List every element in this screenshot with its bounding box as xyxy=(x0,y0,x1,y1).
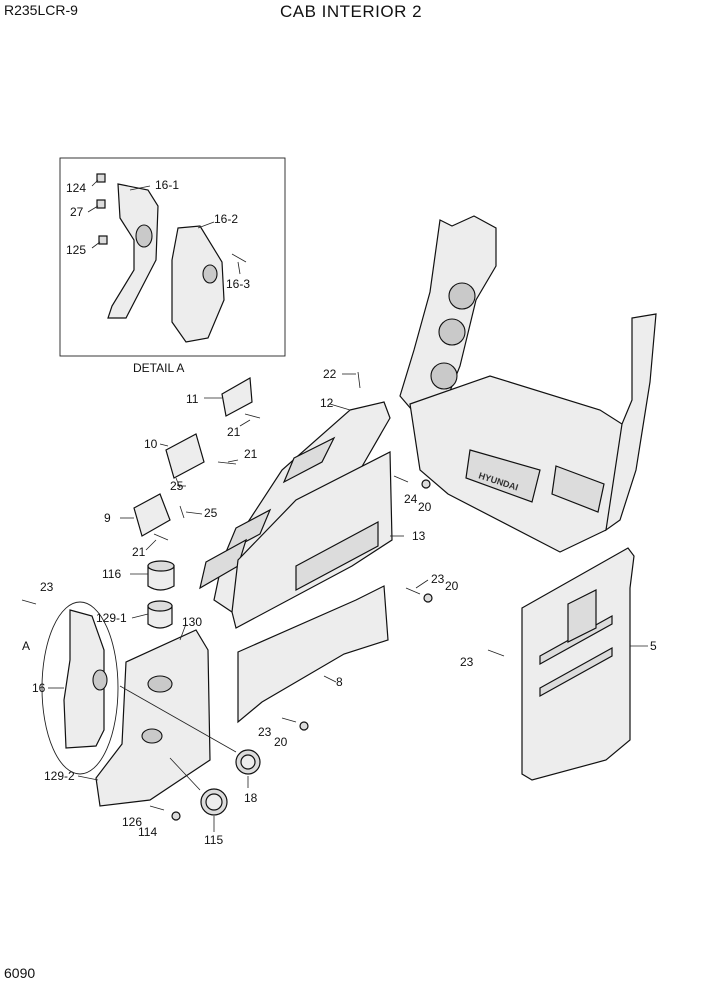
callout-20-b: 20 xyxy=(445,579,459,593)
console-post-right xyxy=(605,313,657,532)
callout-24: 24 xyxy=(404,492,418,506)
callout-23-a: 23 xyxy=(431,572,445,586)
panel-129-2-cup xyxy=(147,675,173,693)
nut-125 xyxy=(98,235,108,245)
bracket-hole xyxy=(135,224,153,248)
bracket-10 xyxy=(165,433,205,479)
console-slot xyxy=(551,465,605,513)
panel-8 xyxy=(237,585,389,724)
callout-126: 126 xyxy=(122,815,142,829)
callout-23-b: 23 xyxy=(40,580,54,594)
panel-5-slot-2 xyxy=(539,646,613,698)
callout-125: 125 xyxy=(66,243,86,257)
callout-124: 124 xyxy=(66,181,86,195)
callout-20-c: 20 xyxy=(274,735,288,749)
bracket-16-1 xyxy=(107,183,159,319)
callout-18: 18 xyxy=(244,791,258,805)
console-brand-plate xyxy=(465,449,541,503)
callout-16: 16 xyxy=(32,681,46,695)
callout-21-b: 21 xyxy=(244,447,258,461)
tray-12-slot-3 xyxy=(282,436,336,484)
cover-hole xyxy=(202,264,218,284)
cover-16-hole xyxy=(92,669,108,691)
callout-12: 12 xyxy=(320,396,334,410)
callout-5: 5 xyxy=(650,639,657,653)
callout-130: 130 xyxy=(182,615,202,629)
panel-13-opening xyxy=(295,520,379,592)
callout-116: 116 xyxy=(102,567,121,581)
detail-a-frame xyxy=(59,157,286,357)
panel-129-2-hole xyxy=(141,728,163,744)
page-number: 6090 xyxy=(4,965,36,981)
callout-25-b: 25 xyxy=(204,506,218,520)
callout-23-d: 23 xyxy=(258,725,272,739)
callout-13: 13 xyxy=(412,529,426,543)
callout-115: 115 xyxy=(204,833,223,847)
nut-124 xyxy=(96,173,106,183)
side-panel-5 xyxy=(521,547,635,781)
cup-holder-116 xyxy=(147,565,175,591)
callout-114: 114 xyxy=(138,825,157,839)
cover-16-2 xyxy=(171,225,225,343)
cup-ring-129-1-rim xyxy=(147,600,173,612)
callout-9: 9 xyxy=(104,511,111,525)
bracket-11 xyxy=(221,377,253,417)
callout-25-a: 25 xyxy=(170,479,184,493)
screw-16-3 xyxy=(231,253,247,263)
knob-18-center xyxy=(240,754,256,770)
callout-16-1: 16-1 xyxy=(155,178,179,192)
callout-27: 27 xyxy=(70,205,84,219)
callout-129-1: 129-1 xyxy=(96,611,127,625)
detail-a-ellipse xyxy=(41,601,119,775)
page-title: CAB INTERIOR 2 xyxy=(279,2,423,21)
nut-27 xyxy=(96,199,106,209)
callout-23-c: 23 xyxy=(460,655,474,669)
vent-3 xyxy=(430,362,458,390)
model-code: R235LCR-9 xyxy=(4,2,78,18)
callout-21-c: 21 xyxy=(132,545,146,559)
callout-20-a: 20 xyxy=(418,500,432,514)
console-post-left xyxy=(399,215,497,411)
callout-16-2: 16-2 xyxy=(214,212,238,226)
knob-115-center xyxy=(205,793,223,811)
panel-5-window xyxy=(567,589,597,643)
callout-22: 22 xyxy=(323,367,337,381)
callout-16-3: 16-3 xyxy=(226,277,250,291)
vent-1 xyxy=(448,282,476,310)
cup-holder-116-rim xyxy=(147,560,175,572)
detail-a-caption: DETAIL A xyxy=(133,361,184,375)
callout-129-2: 129-2 xyxy=(44,769,75,783)
panel-129-2 xyxy=(95,629,211,807)
callout-8: 8 xyxy=(336,675,343,689)
panel-13 xyxy=(231,451,393,629)
callout-A: A xyxy=(22,639,30,653)
cover-16 xyxy=(63,609,105,749)
tray-12-slot-1 xyxy=(224,508,272,554)
vent-2 xyxy=(438,318,466,346)
cup-ring-129-1 xyxy=(147,605,173,629)
bracket-9 xyxy=(133,493,171,537)
callout-10: 10 xyxy=(144,437,158,451)
callout-11: 11 xyxy=(186,392,199,406)
callout-21-a: 21 xyxy=(227,425,241,439)
